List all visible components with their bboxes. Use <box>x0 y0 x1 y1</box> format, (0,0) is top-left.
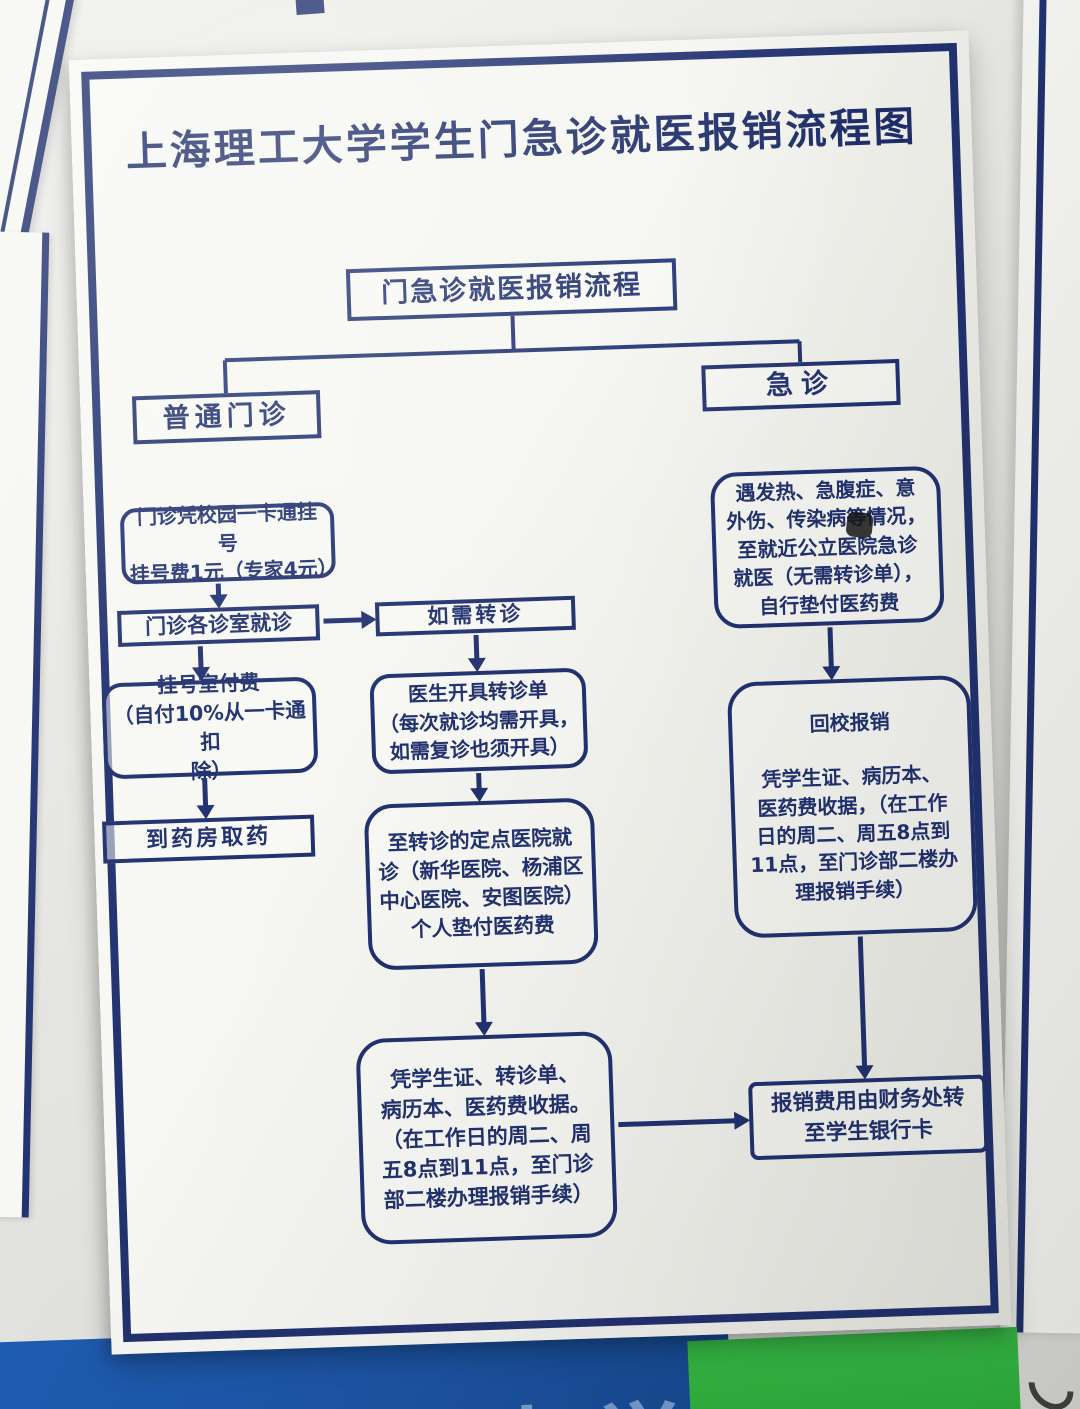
node-emergency: 急诊 <box>701 358 901 412</box>
poster: 上海理工大学学生门急诊就医报销流程图 <box>68 30 1012 1355</box>
adjacent-poster-right <box>1000 0 1080 1334</box>
wall-mark-top <box>295 0 325 15</box>
node-reimburse-documents: 凭学生证、转诊单、 病历本、医药费收据。 （在工作日的周二、周 五8点到11点，… <box>355 1030 619 1246</box>
ink-smudge <box>845 511 874 539</box>
node-back-to-school: 回校报销 凭学生证、病历本、 医药费收据，（在工作 日的周二、周五8点到 11点… <box>726 674 979 939</box>
node-outpatient: 普通门诊 <box>131 390 322 445</box>
flowchart: 门急诊就医报销流程 普通门诊 急诊 门诊凭校园一卡通挂号 挂号费1元（专家4元）… <box>69 30 1011 1354</box>
node-bank-transfer: 报销费用由财务处转 至学生银行卡 <box>748 1074 989 1161</box>
lower-sign-green <box>687 1326 1023 1409</box>
node-register: 门诊凭校园一卡通挂号 挂号费1元（专家4元） <box>119 500 338 587</box>
calligraphy-text: 上海理工大学 <box>30 1370 706 1409</box>
node-pay-registration: 挂号室付费 （自付10%从一卡通扣 除） <box>101 670 319 784</box>
adjacent-poster-left-top <box>0 0 79 260</box>
node-designated-hospital: 至转诊的定点医院就 诊（新华医院、杨浦区 中心医院、安图医院） 个人垫付医药费 <box>363 797 600 971</box>
adjacent-poster-border-line <box>1016 0 1047 1333</box>
node-need-referral: 如需转诊 <box>374 595 576 637</box>
back-to-school-body: 凭学生证、病历本、 医药费收据，（在工作 日的周二、周五8点到 11点，至门诊部… <box>750 761 959 905</box>
node-pharmacy: 到药房取药 <box>102 814 316 864</box>
node-referral-form: 医生开具转诊单 （每次就诊均需开具， 如需复诊也须开具） <box>369 667 589 775</box>
back-to-school-title: 回校报销 <box>809 709 891 736</box>
adjacent-poster-border-line <box>0 0 56 255</box>
adjacent-poster-left <box>0 231 50 1218</box>
node-root: 门急诊就医报销流程 <box>345 258 678 322</box>
node-clinic-visit: 门诊各诊室就诊 <box>117 604 321 647</box>
node-emergency-info: 遇发热、急腹症、意 外伤、传染病等情况， 至就近公立医院急诊 就医（无需转诊单）… <box>709 465 945 630</box>
